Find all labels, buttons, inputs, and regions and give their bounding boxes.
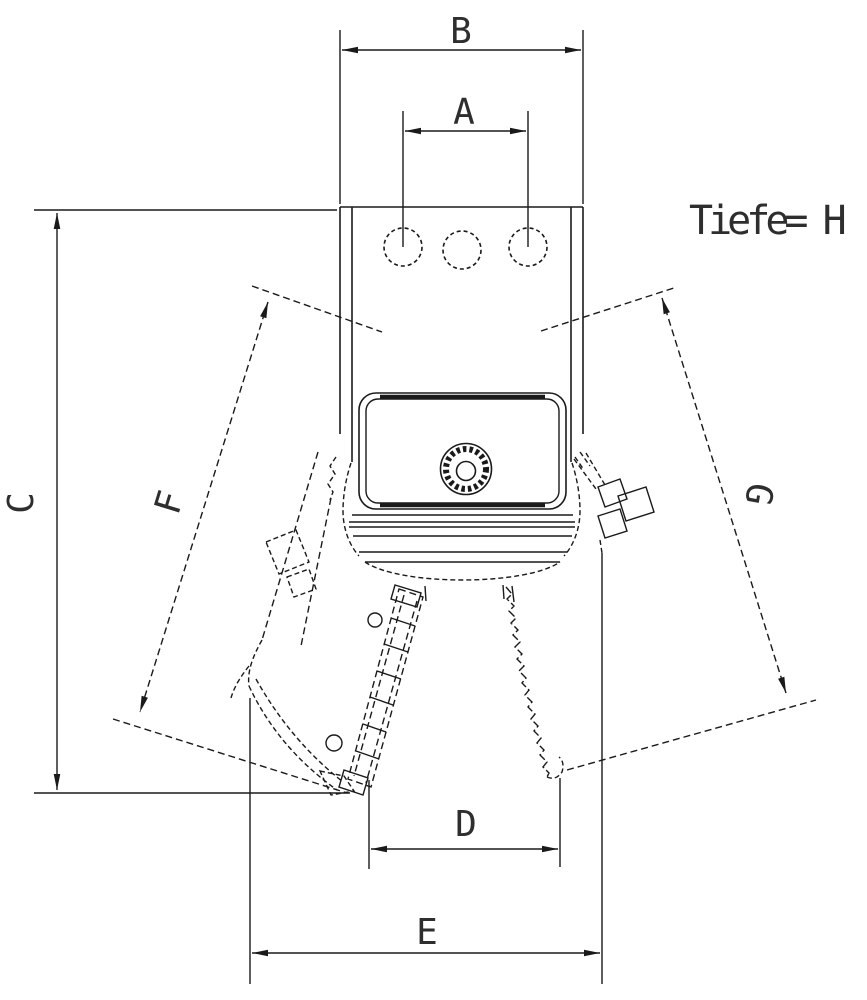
dim-f-label: F — [147, 486, 193, 519]
bolt-hole-left — [383, 227, 423, 267]
dim-e-label: E — [416, 912, 438, 953]
bolt-hole-right — [508, 227, 548, 267]
dimension-e: E — [249, 553, 603, 984]
rotator-housing — [327, 451, 591, 603]
dimension-a: A — [402, 92, 529, 247]
side-bolt-assembly — [573, 452, 655, 554]
dimension-f: F — [112, 285, 383, 794]
dim-a-label: A — [453, 92, 475, 133]
dimension-b: B — [339, 11, 584, 204]
left-jaw-bolt — [265, 529, 317, 598]
dim-g-label: G — [736, 480, 780, 508]
left-jaw-hole-upper — [367, 612, 383, 628]
bolt-holes — [383, 227, 548, 270]
dimension-c: C — [1, 209, 350, 794]
depth-note-label: Tiefe= H — [689, 198, 845, 244]
left-jaw-blade — [338, 584, 424, 796]
gear-housing-panel — [358, 392, 567, 510]
drum-bottom-curve — [364, 561, 561, 581]
dimension-d: D — [368, 778, 561, 869]
center-boss — [439, 442, 493, 496]
right-jaw-tip — [546, 756, 564, 779]
right-jaw-teeth — [505, 586, 550, 778]
mounting-plate — [339, 206, 584, 462]
left-jaw-hole-lower — [325, 734, 343, 752]
dim-d-label: D — [455, 804, 477, 845]
bolt-hole-center — [442, 230, 482, 270]
left-jaw — [230, 451, 424, 796]
bolt-head — [617, 486, 655, 522]
dim-c-label: C — [1, 492, 42, 514]
dimension-g: G — [540, 286, 817, 771]
dim-b-label: B — [450, 11, 472, 52]
right-jaw — [505, 586, 564, 779]
left-jaw-tip — [318, 770, 356, 796]
